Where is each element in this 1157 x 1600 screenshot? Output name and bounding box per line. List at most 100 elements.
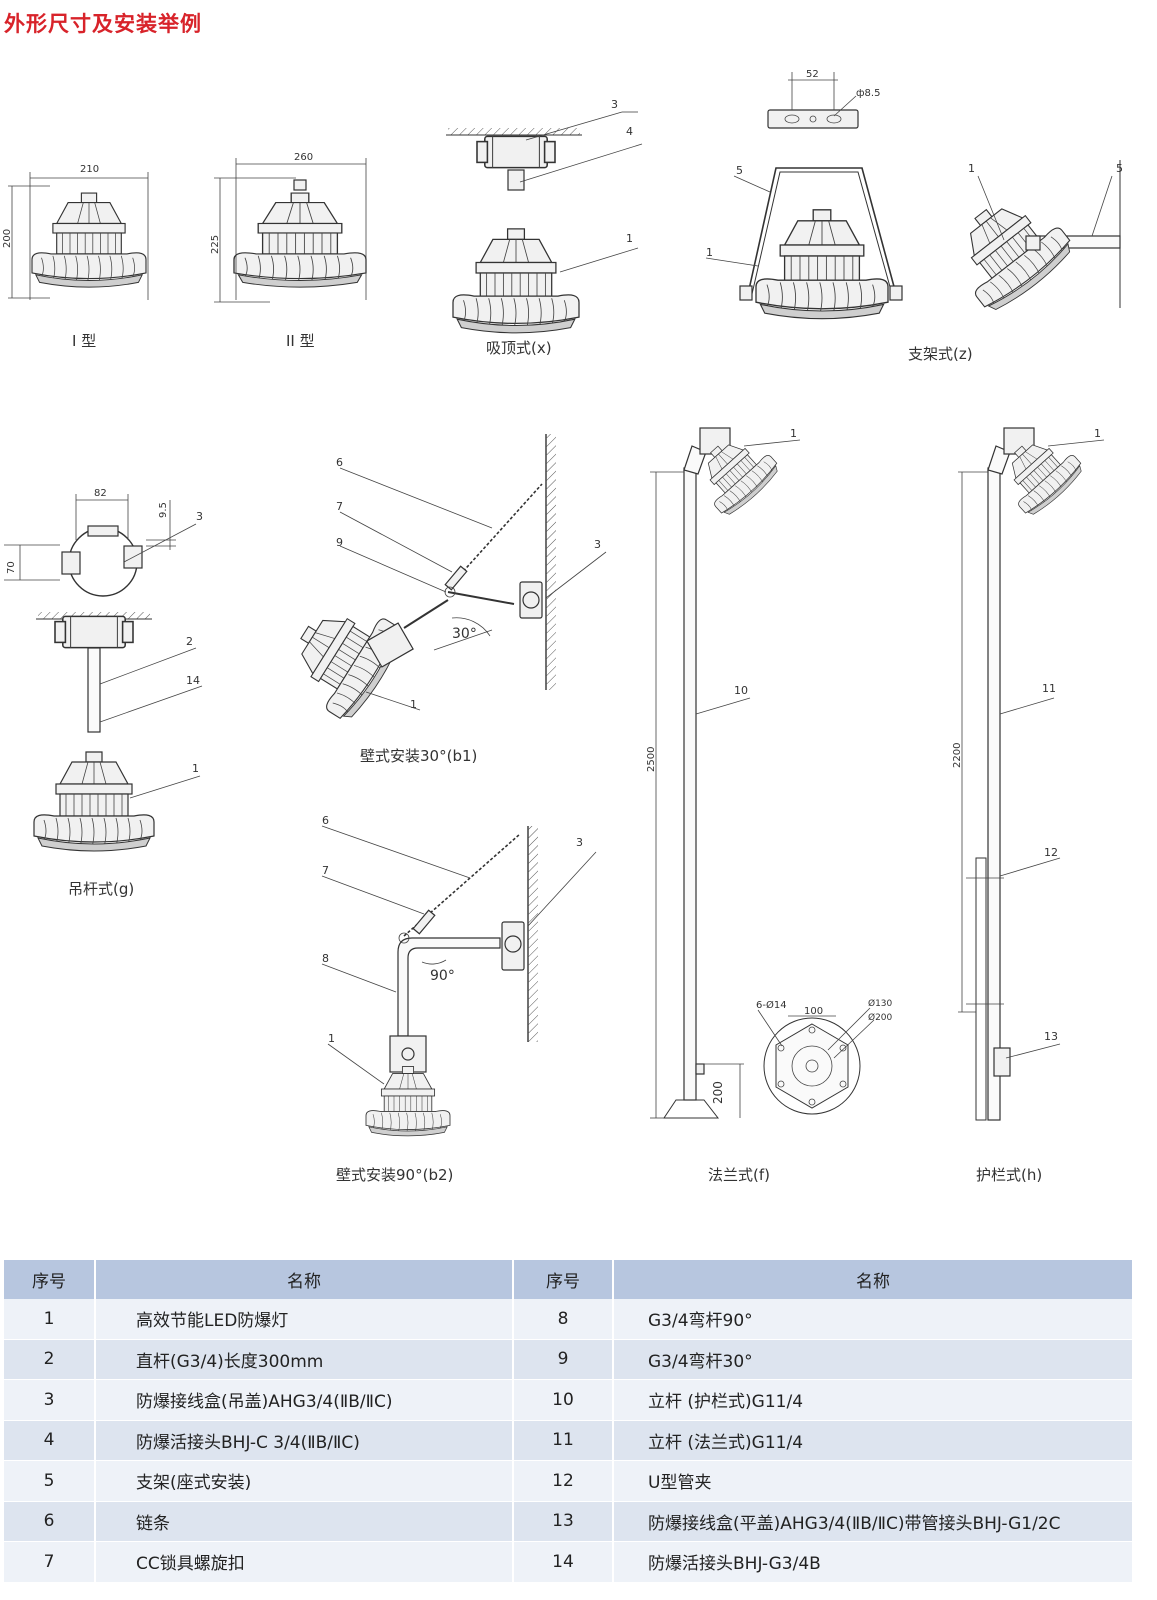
parts-table: 序号 名称 序号 名称 1 高效节能LED防爆灯 8 G3/4弯杆90° 2 直… <box>4 1260 1132 1583</box>
header-no-2: 序号 <box>513 1260 614 1299</box>
caption-wall90: 壁式安装90°(b2) <box>336 1166 453 1184</box>
callout-1-side: 1 <box>968 162 975 175</box>
callout-3-wall30: 3 <box>594 538 601 551</box>
callout-1-flange: 1 <box>790 427 797 440</box>
caption-flange: 法兰式(f) <box>708 1166 770 1184</box>
cell-name: 链条 <box>95 1501 514 1542</box>
cell-name: 支架(座式安装) <box>95 1460 514 1502</box>
type2-width-label: 260 <box>294 152 313 163</box>
type2-height-label: 225 <box>210 235 221 254</box>
installation-diagram: 210 200 I 型 260 225 II 型 3 4 1 吸顶式(x) <box>2 69 1123 1184</box>
table-row: 6 链条 13 防爆接线盒(平盖)AHG3/4(ⅡB/ⅡC)带管接头BHJ-G1… <box>4 1501 1132 1542</box>
wall30-angle-label: 30° <box>452 626 477 642</box>
type1-height-label: 200 <box>2 229 13 248</box>
callout-7-wall90: 7 <box>322 864 329 877</box>
wall-30-drawing: 30° 6 7 9 3 1 壁式安装30°(b1) <box>275 434 607 765</box>
callout-1-wall90: 1 <box>328 1032 335 1045</box>
clamp-width-label: 82 <box>94 488 107 499</box>
cell-no: 3 <box>4 1379 96 1421</box>
flange-pole-height-label: 2500 <box>646 747 657 772</box>
flange-pole-drawing: 2500 200 1 10 6-Ø14 100 Ø130 Ø200 法兰式(f) <box>646 424 893 1184</box>
caption-type1: I 型 <box>72 332 96 350</box>
callout-5-side: 5 <box>1116 162 1123 175</box>
cell-name: 防爆接线盒(平盖)AHG3/4(ⅡB/ⅡC)带管接头BHJ-G1/2C <box>613 1501 1132 1542</box>
pendant-rod-drawing: 82 70 9.5 3 2 14 1 吊杆式(g) <box>4 488 203 898</box>
guardrail-pole-drawing: 2200 1 11 12 13 护栏式(h) <box>952 424 1105 1184</box>
cell-name: G3/4弯杆90° <box>613 1299 1132 1340</box>
wall-90-drawing: 90° 6 7 8 3 1 壁式安装90°(b2) <box>321 814 597 1184</box>
cell-name: 防爆接线盒(吊盖)AHG3/4(ⅡB/ⅡC) <box>95 1379 514 1421</box>
cell-name: U型管夹 <box>613 1460 1132 1502</box>
cell-no: 1 <box>4 1299 96 1340</box>
cell-name: CC锁具螺旋扣 <box>95 1541 514 1583</box>
flange-outer-dia-label: Ø200 <box>868 1012 893 1023</box>
flange-spacing-label: 100 <box>804 1006 823 1017</box>
callout-3: 3 <box>611 98 618 111</box>
callout-9: 9 <box>336 536 343 549</box>
type2-lamp-drawing: 260 225 II 型 <box>210 152 367 350</box>
cell-name: 立杆 (法兰式)G11/4 <box>613 1420 1132 1461</box>
cell-name: 立杆 (护栏式)G11/4 <box>613 1379 1132 1421</box>
table-row: 1 高效节能LED防爆灯 8 G3/4弯杆90° <box>4 1299 1132 1340</box>
header-name-1: 名称 <box>95 1260 514 1299</box>
table-row: 3 防爆接线盒(吊盖)AHG3/4(ⅡB/ⅡC) 10 立杆 (护栏式)G11/… <box>4 1379 1132 1421</box>
callout-4: 4 <box>626 125 633 138</box>
callout-6-wall90: 6 <box>322 814 329 827</box>
cell-no: 14 <box>513 1541 614 1583</box>
header-no-1: 序号 <box>4 1260 96 1299</box>
callout-1-bracket: 1 <box>706 246 713 259</box>
table-row: 7 CC锁具螺旋扣 14 防爆活接头BHJ-G3/4B <box>4 1541 1132 1583</box>
cell-name: G3/4弯杆30° <box>613 1339 1132 1380</box>
callout-1-wall30: 1 <box>410 698 417 711</box>
callout-8: 8 <box>322 952 329 965</box>
callout-14: 14 <box>186 674 200 687</box>
cell-no: 7 <box>4 1541 96 1583</box>
caption-guardrail: 护栏式(h) <box>976 1166 1042 1184</box>
cell-no: 12 <box>513 1460 614 1502</box>
cell-no: 13 <box>513 1501 614 1542</box>
cell-no: 11 <box>513 1420 614 1461</box>
type1-width-label: 210 <box>80 164 99 175</box>
cell-name: 高效节能LED防爆灯 <box>95 1299 514 1340</box>
cell-no: 6 <box>4 1501 96 1542</box>
cell-no: 4 <box>4 1420 96 1461</box>
clamp-offset-label: 9.5 <box>158 502 169 518</box>
callout-12: 12 <box>1044 846 1058 859</box>
cell-no: 10 <box>513 1379 614 1421</box>
caption-wall30: 壁式安装30°(b1) <box>360 747 477 765</box>
header-name-2: 名称 <box>613 1260 1132 1299</box>
clamp-height-label: 70 <box>6 561 17 574</box>
caption-type2: II 型 <box>286 332 315 350</box>
cell-no: 8 <box>513 1299 614 1340</box>
wall90-angle-label: 90° <box>430 968 455 984</box>
cell-no: 5 <box>4 1460 96 1502</box>
cell-no: 9 <box>513 1339 614 1380</box>
caption-bracket: 支架式(z) <box>908 345 973 363</box>
table-row: 4 防爆活接头BHJ-C 3/4(ⅡB/ⅡC) 11 立杆 (法兰式)G11/4 <box>4 1420 1132 1461</box>
callout-3-wall90: 3 <box>576 836 583 849</box>
callout-13: 13 <box>1044 1030 1058 1043</box>
callout-11: 11 <box>1042 682 1056 695</box>
type1-lamp-drawing: 210 200 I 型 <box>2 164 149 350</box>
bracket-hole-dia-label: ф8.5 <box>856 88 880 99</box>
guardrail-pole-height-label: 2200 <box>952 743 963 768</box>
callout-7-wall30: 7 <box>336 500 343 513</box>
callout-1-guardrail: 1 <box>1094 427 1101 440</box>
caption-ceiling: 吸顶式(x) <box>486 339 552 357</box>
callout-5-bracket: 5 <box>736 164 743 177</box>
page-title: 外形尺寸及安装举例 <box>4 12 202 36</box>
callout-1: 1 <box>626 232 633 245</box>
table-row: 2 直杆(G3/4)长度300mm 9 G3/4弯杆30° <box>4 1339 1132 1380</box>
caption-pendant-rod: 吊杆式(g) <box>68 880 134 898</box>
ceiling-mount-drawing: 3 4 1 吸顶式(x) <box>446 98 643 357</box>
callout-2: 2 <box>186 635 193 648</box>
cell-name: 防爆活接头BHJ-C 3/4(ⅡB/ⅡC) <box>95 1420 514 1461</box>
cell-name: 防爆活接头BHJ-G3/4B <box>613 1541 1132 1583</box>
flange-inner-dia-label: Ø130 <box>868 998 893 1009</box>
parts-table-header: 序号 名称 序号 名称 <box>4 1260 1132 1299</box>
table-row: 5 支架(座式安装) 12 U型管夹 <box>4 1460 1132 1502</box>
cell-name: 直杆(G3/4)长度300mm <box>95 1339 514 1380</box>
flange-base-height-label: 200 <box>711 1081 725 1104</box>
bracket-mount-drawing: 52 ф8.5 5 1 1 5 支架式(z) <box>705 69 1123 363</box>
callout-10: 10 <box>734 684 748 697</box>
